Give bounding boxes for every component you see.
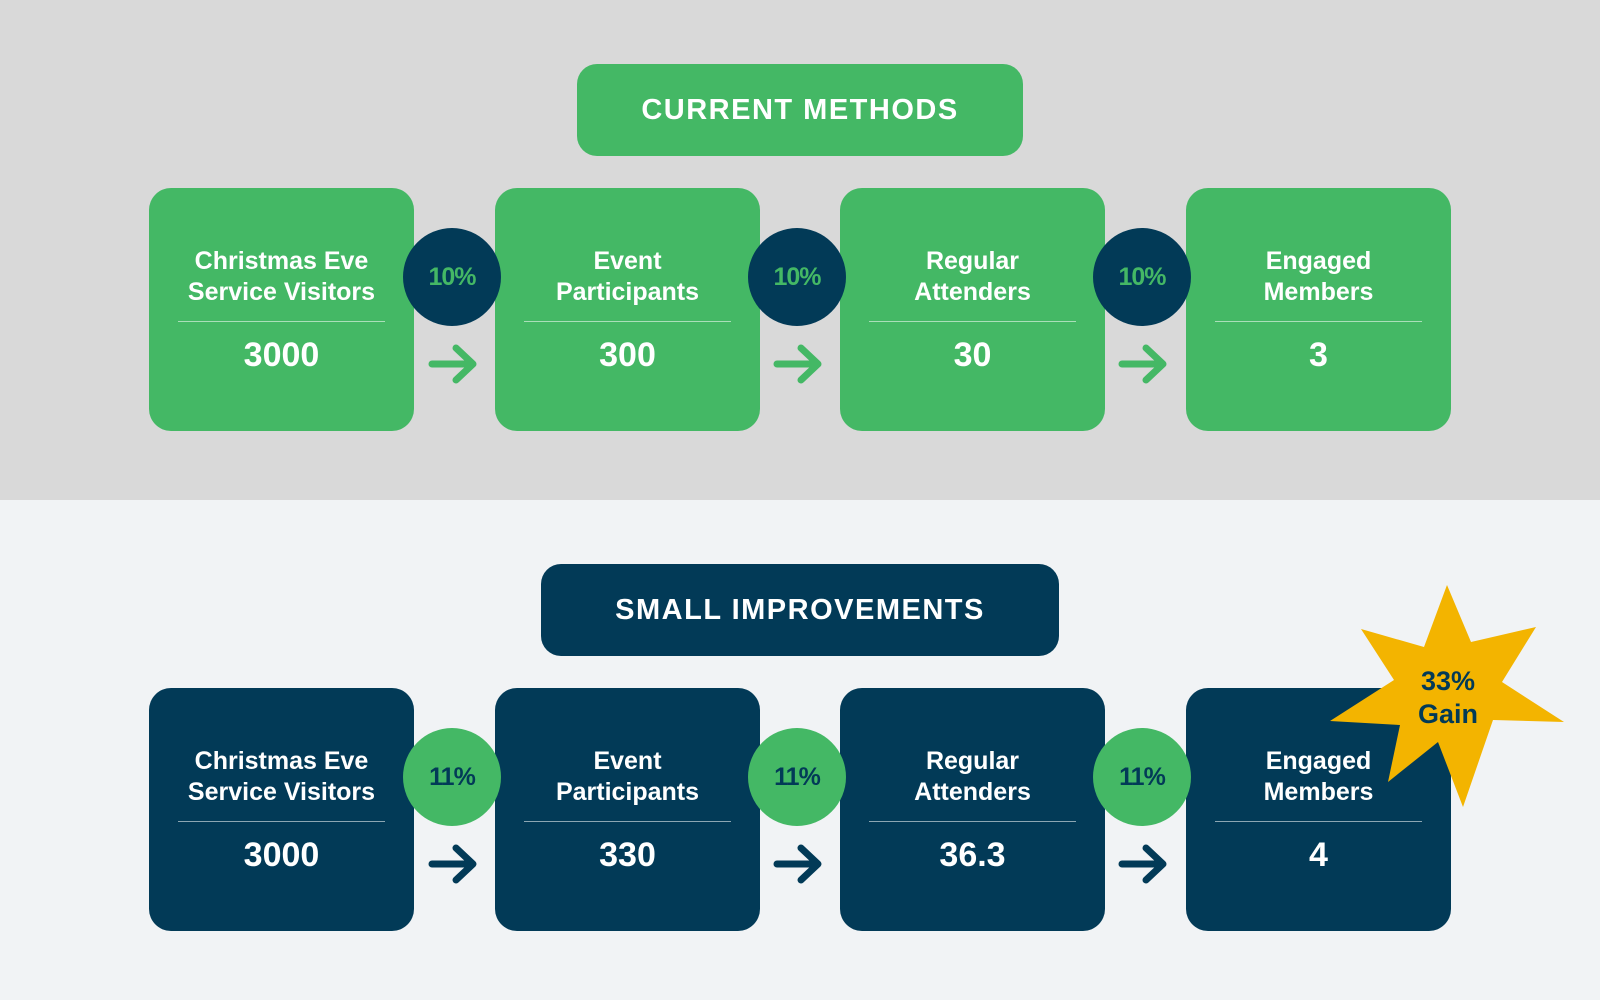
current-methods-panel: CURRENT METHODS Christmas Eve Service Vi… — [0, 0, 1600, 500]
stage-card-event-participants: Event Participants 300 — [495, 188, 760, 431]
stage-value: 30 — [953, 336, 992, 374]
gain-badge-text: 33% Gain — [1417, 666, 1478, 729]
card-divider — [524, 821, 731, 822]
stage-value: 3000 — [243, 336, 320, 374]
conversion-rate-badge: 11% — [403, 728, 501, 826]
stage-label: Event Participants — [555, 747, 700, 806]
stage-label: Regular Attenders — [914, 247, 1031, 306]
stage-value: 300 — [599, 336, 656, 374]
conversion-rate-badge: 10% — [1093, 228, 1191, 326]
conversion-rate-badge: 10% — [403, 228, 501, 326]
stage-value: 3 — [1309, 336, 1328, 374]
stage-card-regular-attenders: Regular Attenders 36.3 — [840, 688, 1105, 931]
small-improvements-panel: SMALL IMPROVEMENTS Christmas Eve Service… — [0, 500, 1600, 1000]
stage-value: 330 — [599, 836, 656, 874]
conversion-rate-badge: 10% — [748, 228, 846, 326]
conversion-rate-badge: 11% — [1093, 728, 1191, 826]
arrow-right-icon — [428, 844, 477, 884]
stage-value: 3000 — [243, 836, 320, 874]
stage-card-christmas-eve-visitors: Christmas Eve Service Visitors 3000 — [149, 188, 414, 431]
arrow-right-icon — [1118, 844, 1167, 884]
stage-label: Engaged Members — [1263, 747, 1374, 806]
card-divider — [178, 321, 385, 322]
conversion-rate-badge: 11% — [748, 728, 846, 826]
card-divider — [1215, 321, 1422, 322]
stage-label: Event Participants — [555, 247, 700, 306]
stage-value: 4 — [1309, 836, 1328, 874]
stage-value: 36.3 — [939, 836, 1006, 874]
card-divider — [524, 321, 731, 322]
arrow-right-icon — [428, 344, 477, 384]
card-divider — [1215, 821, 1422, 822]
stage-card-christmas-eve-visitors: Christmas Eve Service Visitors 3000 — [149, 688, 414, 931]
card-divider — [178, 821, 385, 822]
arrow-right-icon — [1118, 344, 1167, 384]
card-divider — [869, 321, 1076, 322]
stage-card-event-participants: Event Participants 330 — [495, 688, 760, 931]
small-improvements-title: SMALL IMPROVEMENTS — [541, 564, 1059, 656]
current-methods-title: CURRENT METHODS — [577, 64, 1023, 156]
stage-label: Regular Attenders — [914, 747, 1031, 806]
arrow-right-icon — [773, 844, 822, 884]
card-divider — [869, 821, 1076, 822]
star-burst-icon — [1330, 585, 1564, 807]
stage-label: Christmas Eve Service Visitors — [187, 747, 376, 806]
stage-label: Engaged Members — [1263, 247, 1374, 306]
stage-card-regular-attenders: Regular Attenders 30 — [840, 188, 1105, 431]
arrow-right-icon — [773, 344, 822, 384]
stage-card-engaged-members: Engaged Members 3 — [1186, 188, 1451, 431]
stage-label: Christmas Eve Service Visitors — [187, 247, 376, 306]
